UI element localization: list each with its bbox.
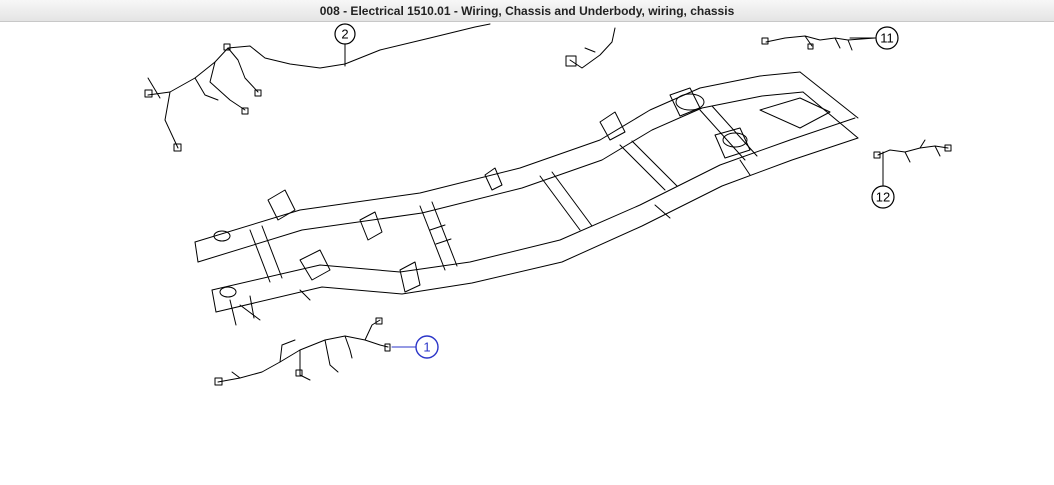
wiring-diagram: 2 11 12 1 bbox=[144, 23, 952, 386]
callout-12[interactable]: 12 bbox=[871, 185, 895, 209]
harness-fragment-top bbox=[565, 27, 616, 69]
callout-1[interactable]: 1 bbox=[415, 335, 439, 359]
harness-1 bbox=[214, 317, 391, 386]
callout-11-label: 11 bbox=[880, 31, 894, 46]
callout-11[interactable]: 11 bbox=[875, 26, 899, 50]
callout-2[interactable]: 2 bbox=[334, 23, 356, 45]
harness-11 bbox=[761, 35, 876, 51]
chassis-frame bbox=[194, 71, 859, 326]
callout-2-label: 2 bbox=[341, 27, 348, 42]
diagram-canvas: 2 11 12 1 bbox=[0, 22, 1054, 485]
harness-2 bbox=[144, 23, 491, 152]
callout-12-label: 12 bbox=[876, 190, 890, 205]
harness-12 bbox=[873, 139, 952, 186]
callout-1-label: 1 bbox=[423, 340, 430, 355]
diagram-title: 008 - Electrical 1510.01 - Wiring, Chass… bbox=[0, 0, 1054, 22]
